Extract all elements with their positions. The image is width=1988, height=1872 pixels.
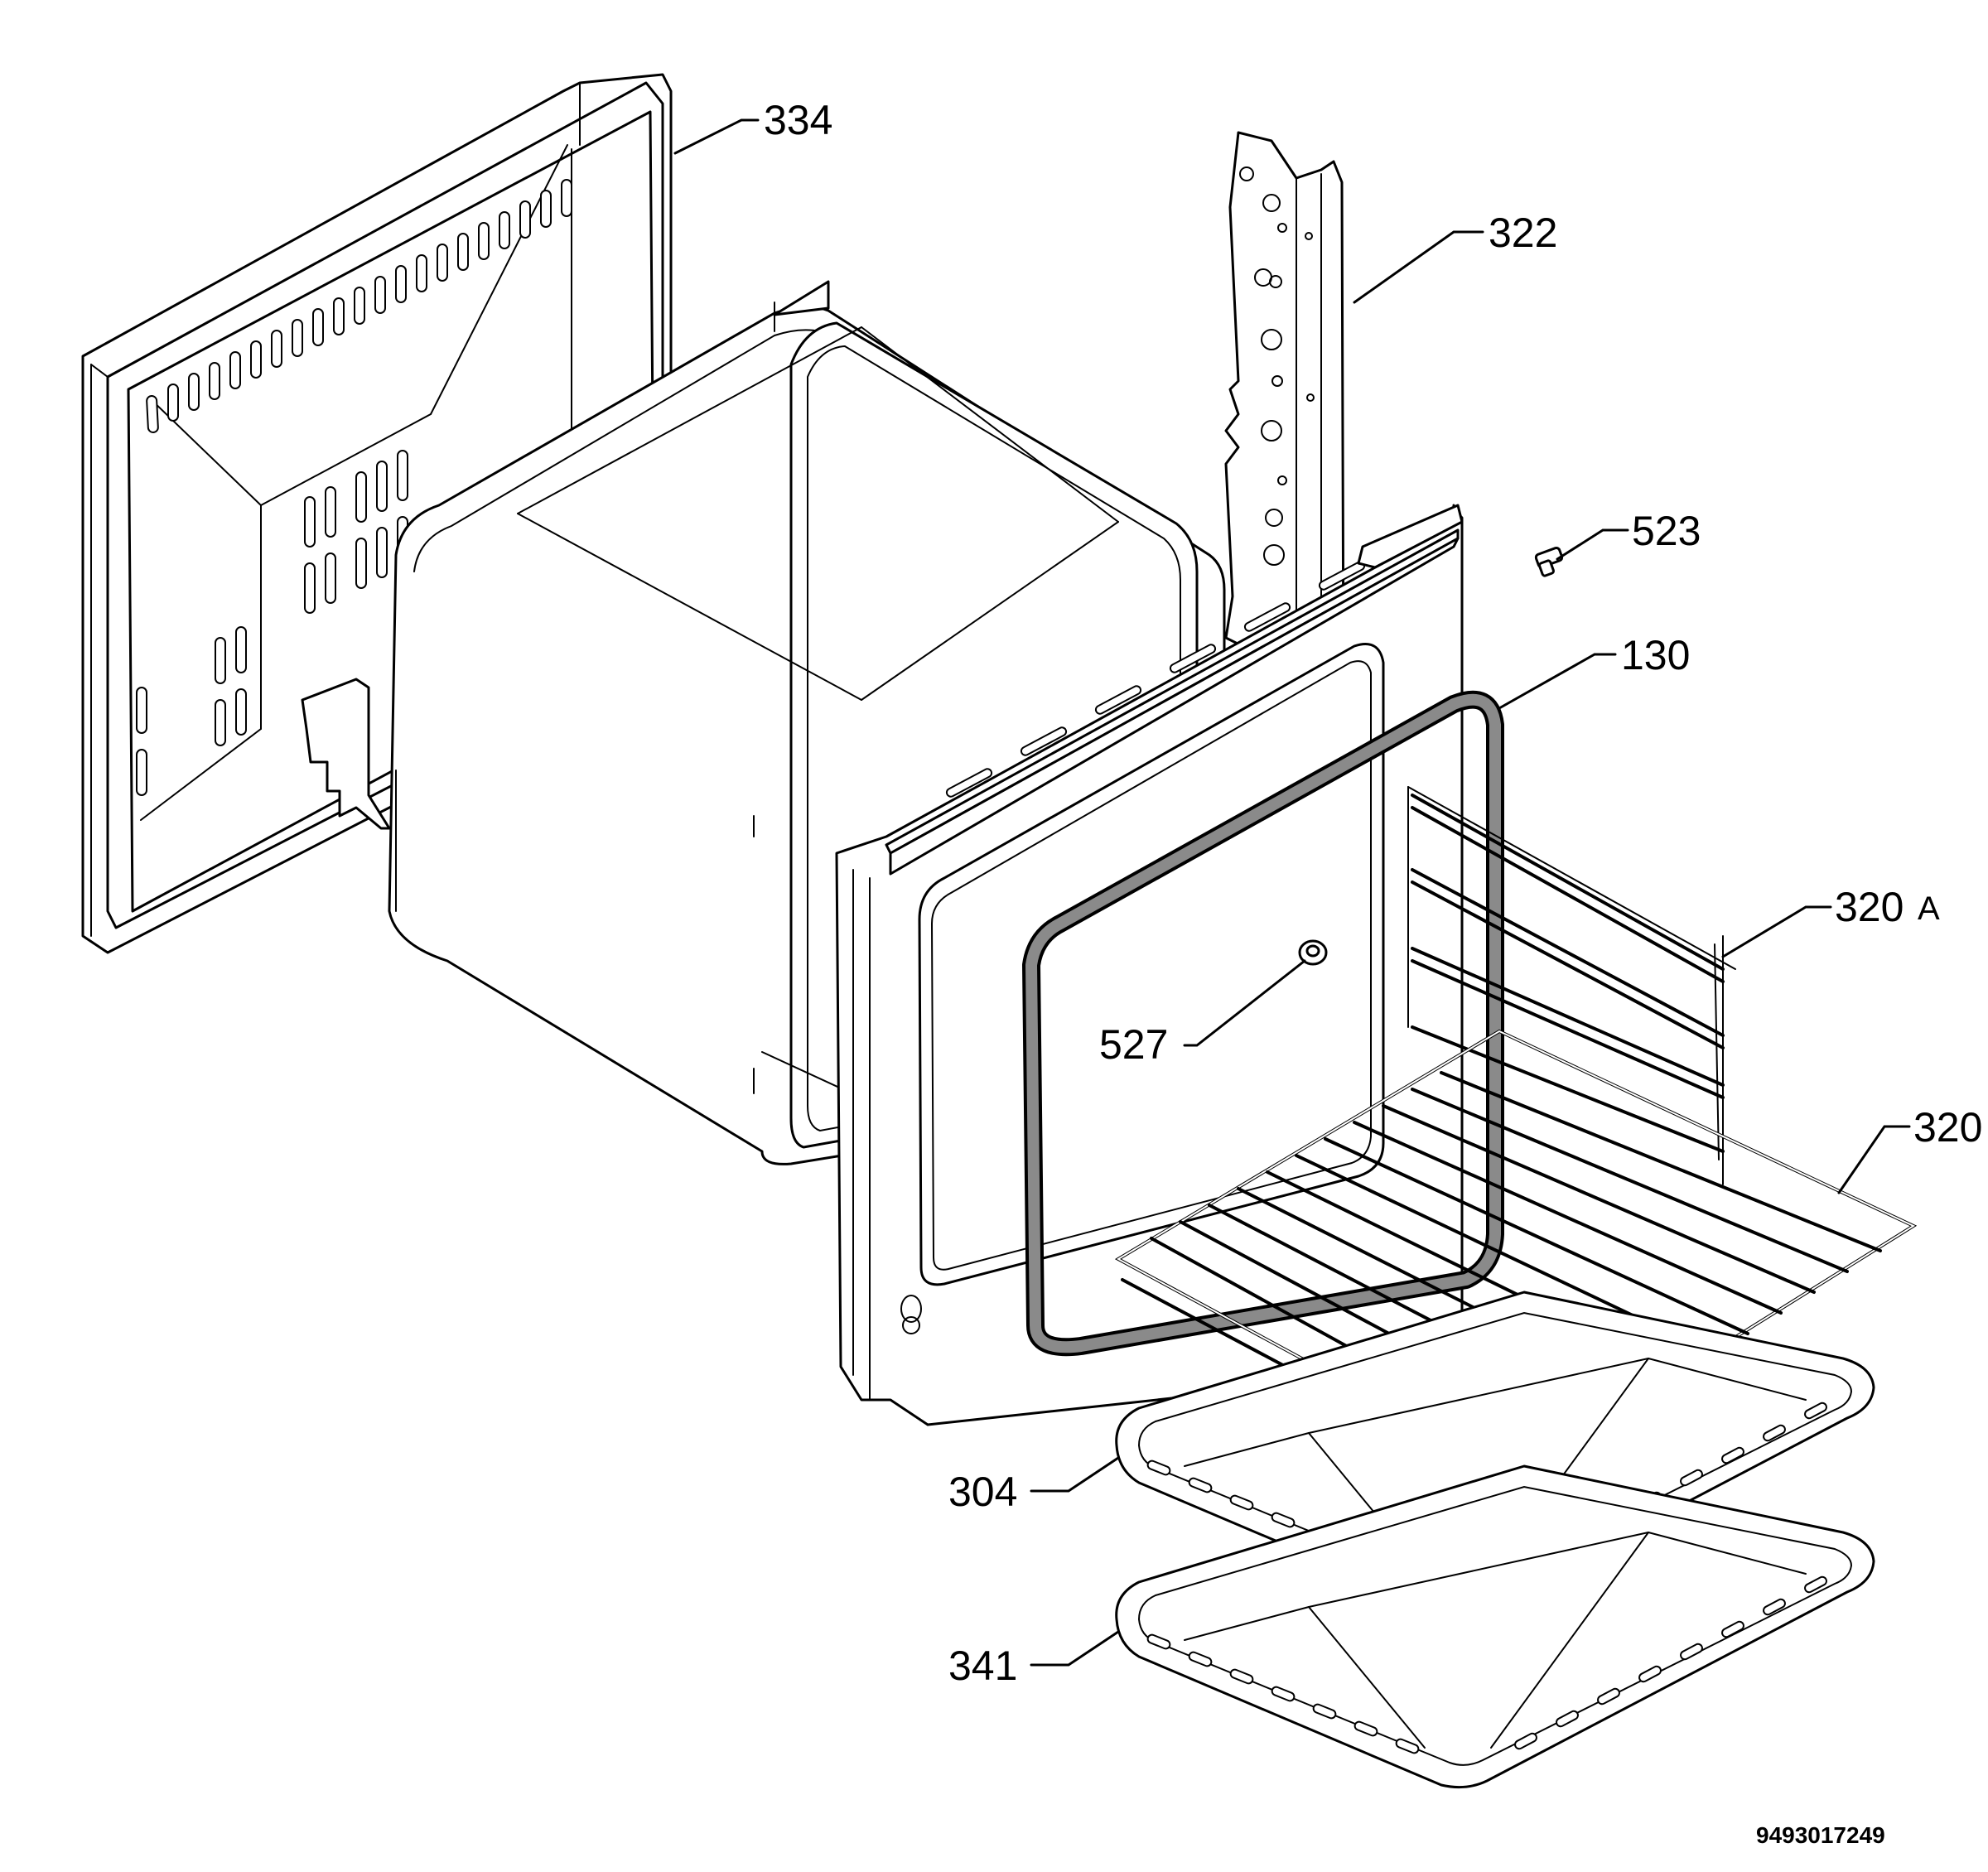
callout-304: 304	[948, 1469, 1017, 1515]
callout-320a: 320	[1835, 884, 1904, 930]
callout-320a-suffix: A	[1918, 890, 1940, 927]
shelf-support-drawing	[1407, 786, 1736, 1185]
leader-130	[1498, 653, 1617, 710]
callout-523: 523	[1632, 508, 1701, 554]
lamp-drawing	[1298, 939, 1328, 966]
leader-527	[1183, 959, 1306, 1047]
callout-334: 334	[764, 97, 832, 143]
leader-341	[1030, 1630, 1120, 1667]
document-number: 9493017249	[1756, 1822, 1885, 1848]
callout-130: 130	[1621, 632, 1690, 678]
leader-322	[1353, 230, 1484, 304]
screw-drawing	[1534, 546, 1564, 577]
door-gasket-drawing	[1022, 690, 1504, 1357]
callout-labels: 334 322 523 130 320 A 527 320 304 341 94…	[764, 97, 1982, 1848]
callout-320: 320	[1913, 1104, 1982, 1151]
leader-334	[673, 118, 760, 155]
callout-341: 341	[948, 1643, 1017, 1689]
leader-320	[1837, 1125, 1911, 1194]
leader-304	[1030, 1456, 1120, 1493]
callout-322: 322	[1489, 210, 1557, 256]
leader-523	[1556, 528, 1629, 561]
leader-320a	[1721, 905, 1832, 958]
callout-527: 527	[1099, 1021, 1168, 1068]
leader-lines	[673, 118, 1911, 1667]
drip-pan-drawing	[1115, 1464, 1875, 1789]
